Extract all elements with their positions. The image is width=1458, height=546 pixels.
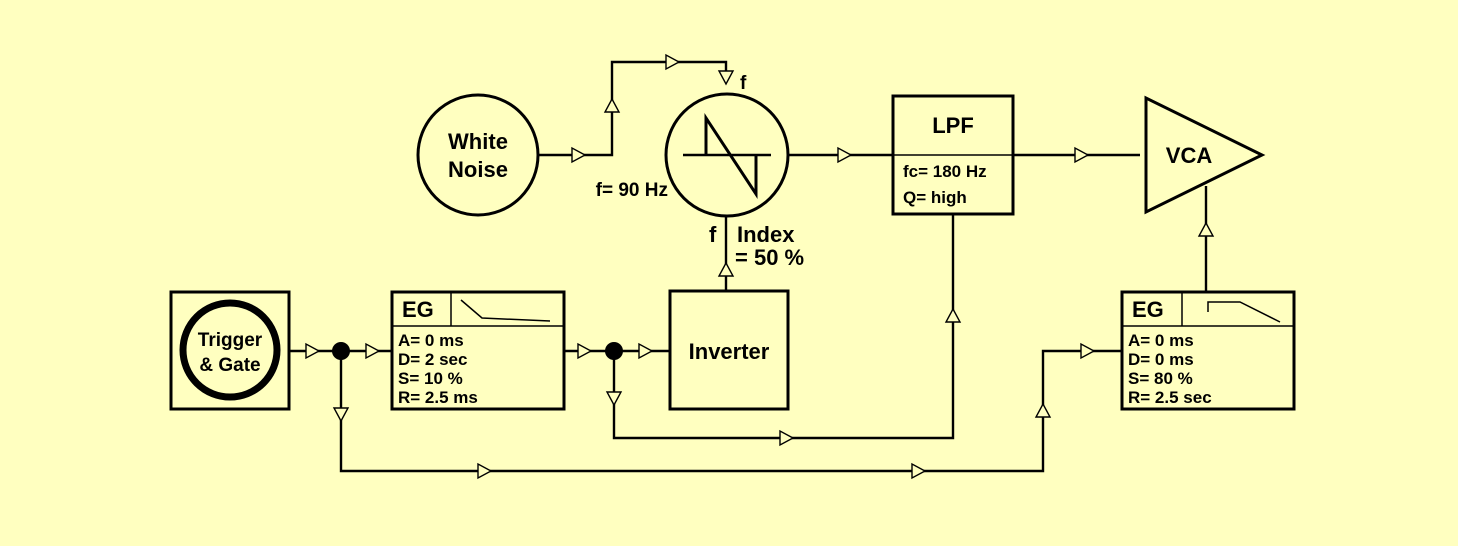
trigger-box: [169, 290, 291, 411]
lpf-title: LPF: [932, 113, 974, 138]
arrow-right-icon: [1074, 146, 1090, 164]
eg1-decay: D= 2 sec: [398, 350, 467, 369]
inverter-box: [668, 289, 790, 411]
trigger-gate-module: Trigger & Gate: [169, 290, 291, 411]
lpf-module: LPF fc= 180 Hz Q= high: [891, 94, 1015, 216]
sawtooth-wave-icon: [683, 112, 771, 200]
eg1-attack: A= 0 ms: [398, 331, 464, 350]
arrow-right-icon: [911, 462, 927, 480]
arrow-right-icon: [665, 53, 681, 71]
vca-triangle: [1144, 95, 1266, 215]
osc-index-label: Index: [737, 222, 795, 247]
eg2-module: EG A= 0 ms D= 0 ms S= 80 % R= 2.5 sec: [1120, 290, 1296, 411]
arrow-up-icon: [603, 97, 621, 113]
arrow-up-icon: [717, 261, 735, 277]
arrow-right-icon: [837, 146, 853, 164]
eg1-module: EG A= 0 ms D= 2 sec S= 10 % R= 2.5 ms: [390, 290, 566, 411]
arrow-right-icon: [305, 342, 321, 360]
arrow-down-icon: [605, 391, 623, 407]
sustain-envelope-icon: [1207, 301, 1281, 323]
inverter-module: Inverter: [668, 289, 790, 411]
junction-dot: [605, 342, 623, 360]
arrow-right-icon: [571, 146, 587, 164]
eg1-box: [390, 290, 566, 411]
trigger-ring-icon: [179, 299, 281, 401]
osc-frequency-value: f= 90 Hz: [596, 180, 668, 201]
arrow-right-icon: [638, 342, 654, 360]
lpf-cutoff: fc= 180 Hz: [903, 162, 987, 181]
arrow-right-icon: [365, 342, 381, 360]
eg1-release: R= 2.5 ms: [398, 388, 478, 407]
signal-arrows: [305, 53, 1215, 480]
oscillator-circle: [664, 92, 790, 218]
eg1-title: EG: [402, 297, 434, 322]
osc-freq-input-label: f: [740, 73, 747, 94]
white-noise-label-1: White: [448, 129, 508, 154]
arrow-up-icon: [1034, 402, 1052, 418]
eg2-attack: A= 0 ms: [1128, 331, 1194, 350]
decay-envelope-icon: [460, 299, 551, 322]
trigger-label-2: & Gate: [199, 355, 260, 376]
eg1-sustain: S= 10 %: [398, 369, 463, 388]
vca-label: VCA: [1166, 143, 1213, 168]
osc-mod-input-label: f: [709, 222, 717, 247]
inverter-label: Inverter: [689, 339, 770, 364]
junction-dot: [332, 342, 350, 360]
eg2-title: EG: [1132, 297, 1164, 322]
eg2-box: [1120, 290, 1296, 411]
arrow-down-icon: [332, 407, 350, 423]
eg2-decay: D= 0 ms: [1128, 350, 1194, 369]
trigger-label-1: Trigger: [198, 330, 263, 351]
wire-trigger-to-eg2: [339, 349, 1122, 473]
arrow-right-icon: [1080, 342, 1096, 360]
oscillator-module: f f= 90 Hz f Index = 50 %: [596, 73, 804, 270]
arrow-right-icon: [577, 342, 593, 360]
arrow-up-icon: [1197, 221, 1215, 237]
arrow-right-icon: [477, 462, 493, 480]
arrow-right-icon: [779, 429, 795, 447]
white-noise-module: White Noise: [416, 93, 540, 217]
eg2-release: R= 2.5 sec: [1128, 388, 1212, 407]
white-noise-label-2: Noise: [448, 157, 508, 182]
lpf-resonance: Q= high: [903, 188, 967, 207]
white-noise-circle: [416, 93, 540, 217]
arrow-up-icon: [944, 307, 962, 323]
osc-index-value: = 50 %: [735, 245, 804, 270]
vca-module: VCA: [1144, 95, 1266, 215]
wire-noise-to-osc: [538, 60, 728, 157]
eg2-sustain: S= 80 %: [1128, 369, 1193, 388]
arrow-down-icon: [717, 70, 735, 86]
